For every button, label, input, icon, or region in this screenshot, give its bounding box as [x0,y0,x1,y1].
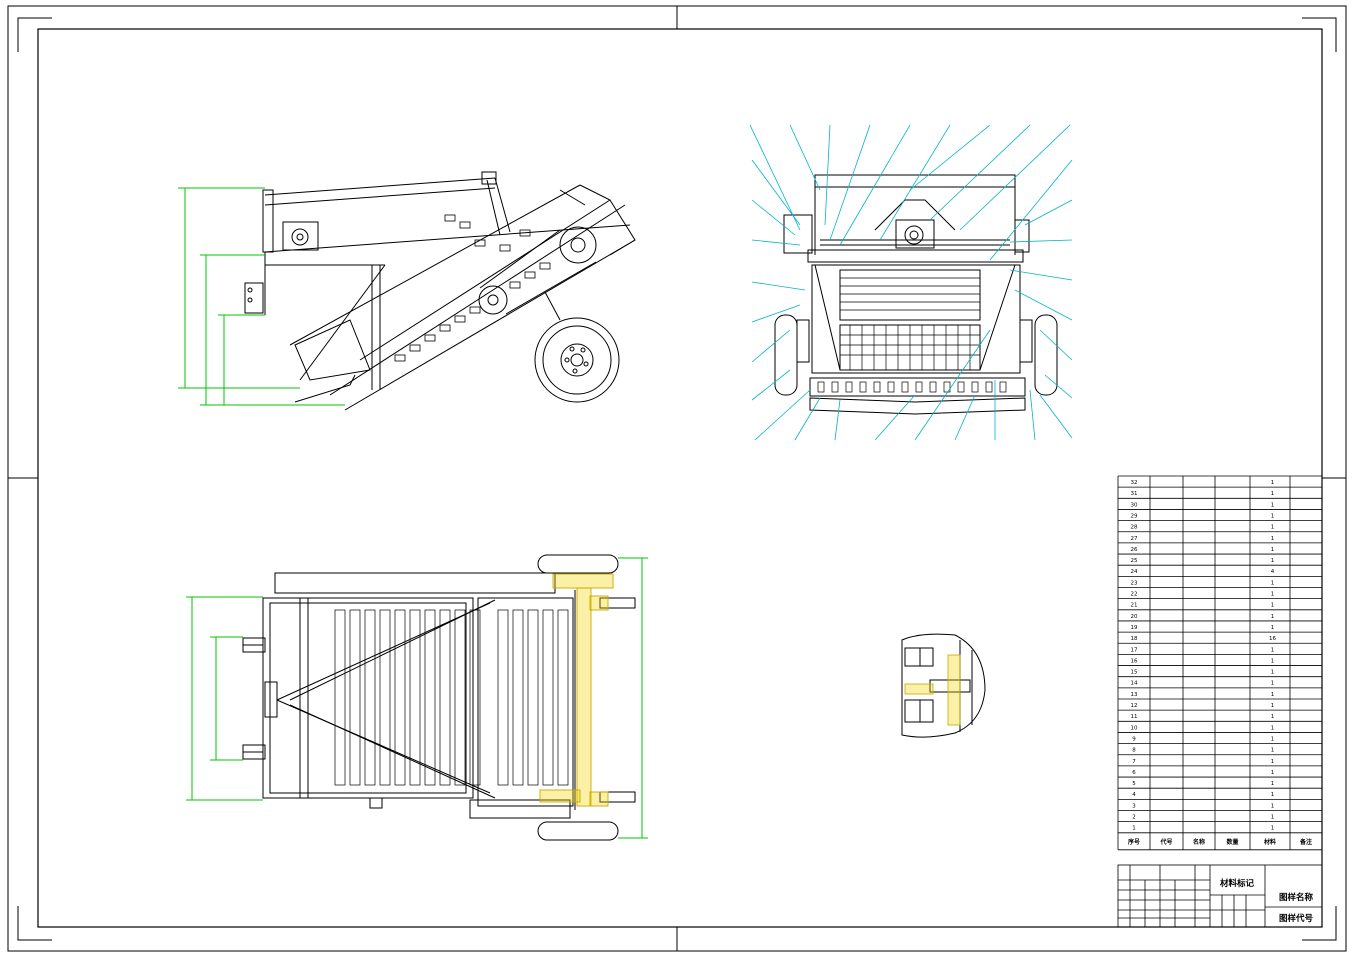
top-view-dimensions [186,557,648,839]
parts-row-number: 12 [1131,703,1138,709]
parts-row-quantity: 1 [1271,815,1275,821]
top-view [242,554,636,841]
parts-row-number: 24 [1131,569,1138,575]
parts-row-quantity: 1 [1271,647,1275,653]
parts-row-quantity: 1 [1271,826,1275,832]
parts-row-number: 23 [1131,580,1138,586]
parts-row-number: 27 [1131,536,1138,542]
parts-row-quantity: 1 [1271,536,1275,542]
parts-header-5: 备注 [1299,838,1312,846]
parts-row-quantity: 1 [1271,658,1275,664]
parts-row-quantity: 1 [1271,770,1275,776]
parts-row-number: 8 [1132,748,1136,754]
parts-row-number: 5 [1132,781,1136,787]
parts-row-quantity: 1 [1271,714,1275,720]
front-view-leaders [749,124,1073,441]
parts-row-quantity: 1 [1271,792,1275,798]
parts-row-number: 16 [1131,658,1138,664]
parts-row-quantity: 1 [1271,748,1275,754]
parts-row-quantity: 1 [1271,525,1275,531]
drawing-name-label: 图样名称 [1279,892,1314,903]
parts-row-number: 22 [1131,592,1138,598]
parts-row-quantity: 1 [1271,803,1275,809]
parts-row-number: 11 [1131,714,1138,720]
parts-row-number: 7 [1132,759,1136,765]
parts-row-quantity: 1 [1271,502,1275,508]
parts-row-number: 26 [1131,547,1138,553]
side-view-dimensions [178,187,345,406]
parts-row-quantity: 1 [1271,703,1275,709]
parts-header-4: 材料 [1263,838,1276,846]
parts-row-number: 1 [1132,826,1136,832]
parts-row-quantity: 1 [1271,759,1275,765]
parts-header-1: 代号 [1159,838,1172,846]
parts-row-number: 30 [1131,502,1138,508]
parts-row-number: 20 [1131,614,1138,620]
parts-row-quantity: 1 [1271,736,1275,742]
detail-view-highlight [904,654,961,726]
parts-row-quantity: 1 [1271,592,1275,598]
parts-header-0: 序号 [1127,838,1140,846]
parts-header-3: 数量 [1226,838,1238,846]
drawing-code-label: 图样代号 [1279,913,1314,924]
parts-row-number: 14 [1131,681,1138,687]
parts-row-quantity: 1 [1271,670,1275,676]
parts-row-number: 13 [1131,692,1138,698]
parts-row-quantity: 1 [1271,614,1275,620]
parts-row-number: 15 [1131,670,1138,676]
parts-row-number: 28 [1131,525,1138,531]
parts-row-quantity: 4 [1271,569,1275,575]
parts-row-number: 3 [1132,803,1136,809]
parts-row-quantity: 16 [1269,636,1276,642]
parts-row-number: 17 [1131,647,1138,653]
parts-row-quantity: 1 [1271,781,1275,787]
parts-row-number: 2 [1132,815,1136,821]
parts-row-number: 19 [1131,625,1138,631]
parts-row-quantity: 1 [1271,681,1275,687]
parts-row-number: 32 [1131,480,1138,486]
parts-row-quantity: 1 [1271,580,1275,586]
parts-row-quantity: 1 [1271,625,1275,631]
parts-row-quantity: 1 [1271,491,1275,497]
parts-row-number: 21 [1131,603,1138,609]
parts-row-quantity: 1 [1271,480,1275,486]
top-view-drive-shaft [539,573,614,807]
side-view [244,171,636,411]
parts-header-2: 名称 [1193,838,1205,846]
parts-row-number: 6 [1132,770,1136,776]
parts-row-quantity: 1 [1271,725,1275,731]
parts-row-number: 4 [1132,792,1136,798]
parts-row-quantity: 1 [1271,692,1275,698]
parts-row-number: 25 [1131,558,1138,564]
parts-row-number: 9 [1132,736,1136,742]
parts-row-quantity: 1 [1271,513,1275,519]
title-block [1117,864,1323,928]
parts-table [1117,475,1323,851]
parts-row-number: 10 [1131,725,1138,731]
parts-row-number: 18 [1131,636,1138,642]
parts-row-quantity: 1 [1271,603,1275,609]
parts-row-quantity: 1 [1271,547,1275,553]
front-view [774,174,1058,415]
parts-row-number: 29 [1131,513,1138,519]
material-label: 材料标记 [1219,878,1255,889]
parts-row-number: 31 [1131,491,1138,497]
parts-row-quantity: 1 [1271,558,1275,564]
